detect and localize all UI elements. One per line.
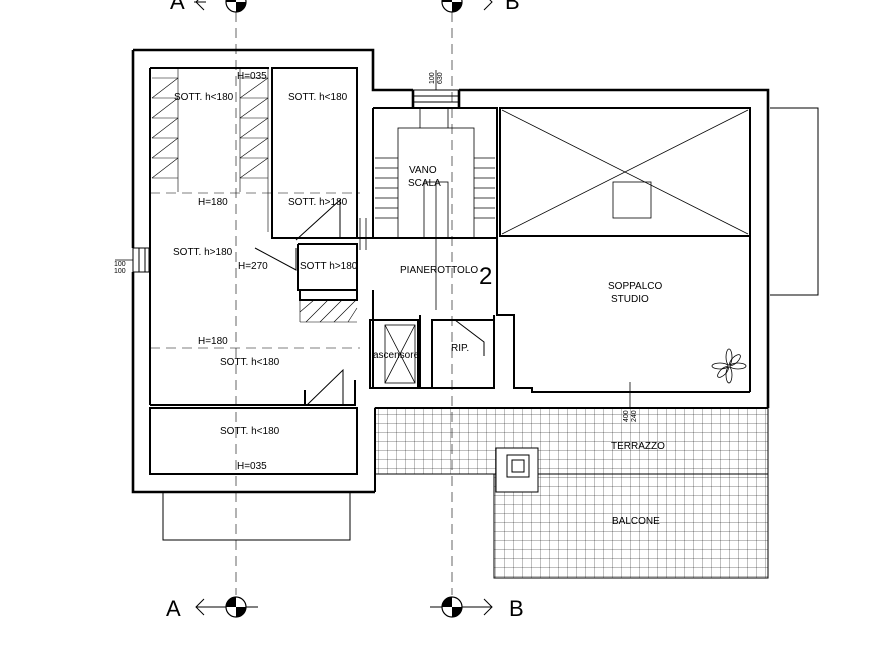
section-label-a-top: A	[170, 0, 185, 14]
label-soppalco: SOPPALCO	[608, 281, 662, 292]
dimension-marks	[115, 70, 631, 408]
floor-number: 2	[479, 263, 492, 290]
section-label-b-top: B	[505, 0, 520, 14]
chimney-icon	[495, 447, 539, 493]
dim-top-a: 100	[429, 72, 436, 84]
label-sott-bottom: SOTT. h<180	[220, 426, 280, 437]
section-marker-b-top	[441, 0, 493, 13]
section-label-b-bottom: B	[509, 596, 524, 621]
staircase	[359, 108, 495, 310]
elevator-shaft	[384, 324, 416, 384]
label-h035-bottom: H=035	[237, 461, 267, 472]
label-vano: VANO	[409, 165, 437, 176]
soppalco-void	[501, 109, 749, 235]
label-h180-lower: H=180	[198, 336, 228, 347]
label-h180-left: H=180	[198, 197, 228, 208]
label-terrazzo: TERRAZZO	[611, 441, 665, 452]
plant-icon	[711, 348, 747, 384]
label-h270: H=270	[238, 261, 268, 272]
interior-walls	[149, 67, 751, 475]
label-h035-top: H=035	[237, 71, 267, 82]
dim-terr-a: 400	[623, 410, 630, 422]
label-sott-gt180-big: SOTT. h>180	[173, 247, 233, 258]
label-sott-gt180-small: SOTT. h>180	[288, 197, 348, 208]
label-scala: SCALA	[408, 178, 441, 189]
label-pianerottolo: PIANEROTTOLO	[400, 265, 478, 276]
label-studio: STUDIO	[611, 294, 649, 305]
section-label-a-bottom: A	[166, 596, 181, 621]
section-marker-b-bottom	[430, 596, 493, 618]
dim-terr-b: 240	[631, 410, 638, 422]
dim-left-a: 100	[114, 261, 126, 268]
ramp-lines	[254, 198, 485, 406]
label-sott-top-left: SOTT. h<180	[174, 92, 234, 103]
dim-left-b: 100	[114, 268, 126, 275]
label-sott-lower: SOTT. h<180	[220, 357, 280, 368]
terrace-area	[374, 407, 769, 579]
roof-hatching	[151, 68, 358, 323]
label-balcone: BALCONE	[612, 516, 660, 527]
label-sott-top-right: SOTT. h<180	[288, 92, 348, 103]
section-marker-a-top	[194, 0, 247, 13]
label-rip: RIP.	[451, 343, 469, 354]
dim-top-b: 630	[437, 72, 444, 84]
label-ascensore: ascensore	[373, 350, 420, 361]
section-marker-a-bottom	[195, 596, 258, 618]
label-sott-gt180-mid: SOTT h>180	[300, 261, 358, 272]
